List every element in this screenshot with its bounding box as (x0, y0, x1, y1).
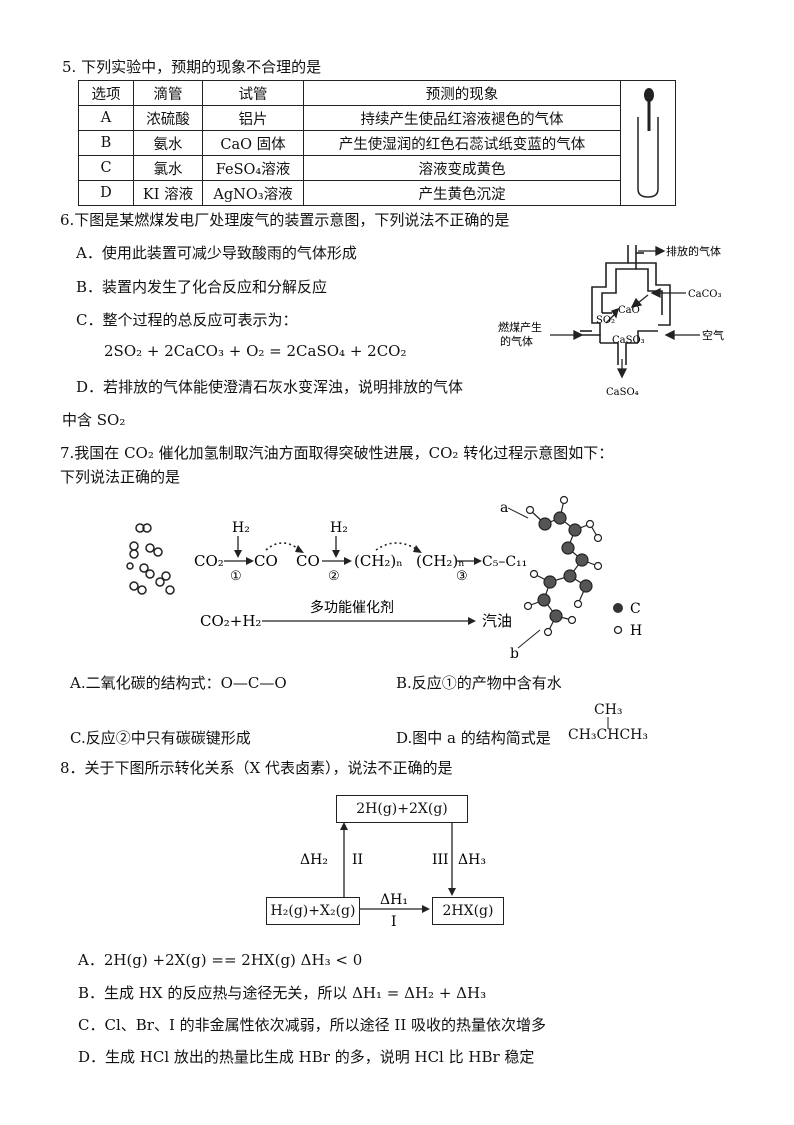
cell: 持续产生使品红溶液褪色的气体 (303, 105, 621, 131)
label-cao: CaO (618, 305, 640, 316)
label-c5-c11: C₅–C₁₁ (482, 554, 527, 570)
label-step-3: ③ (456, 569, 468, 584)
label-co2: CO₂ (194, 552, 224, 570)
q7-option-c: C.反应②中只有碳碳键形成 (70, 729, 251, 747)
q7-option-d: D.图中 a 的结构简式是 (396, 729, 551, 747)
cell: B (78, 130, 134, 156)
cell: CaO 固体 (202, 130, 304, 156)
cell: 产生使湿润的红色石蕊试纸变蓝的气体 (303, 130, 621, 156)
q7-formula: CH₃CHCH₃ (568, 727, 648, 743)
dropper-test-tube-icon (637, 88, 659, 198)
q7-option-a: A.二氧化碳的结构式：O—C—O (70, 674, 287, 692)
cell: A (78, 105, 134, 131)
label-co-1: CO (254, 552, 278, 570)
legend-h: H (630, 623, 642, 639)
label-exhaust: 排放的气体 (666, 244, 721, 258)
label-ch2n-1: (CH₂)ₙ (354, 552, 403, 570)
q8-stem: 8．关于下图所示转化关系（X 代表卤素），说法不正确的是 (60, 759, 453, 777)
q6-stem: 6.下图是某燃煤发电厂处理废气的装置示意图，下列说法不正确的是 (60, 211, 510, 229)
state-left-box: H₂(g)+X₂(g) (266, 897, 360, 925)
label-co2-h2: CO₂+H₂ (200, 612, 261, 630)
q7-option-b: B.反应①的产物中含有水 (396, 674, 562, 692)
cell: 铝片 (202, 105, 304, 131)
label-path-ii: II (352, 852, 363, 868)
table-row: D KI 溶液 AgNO₃溶液 产生黄色沉淀 (78, 180, 676, 206)
label-co-2: CO (296, 552, 320, 570)
label-caso3: CaSO₃ (612, 335, 645, 346)
header-dropper: 滴管 (133, 80, 203, 106)
test-tube-figure (620, 80, 676, 206)
cell: KI 溶液 (133, 180, 203, 206)
header-tube: 试管 (202, 80, 304, 106)
q7-ch3: CH₃ (594, 702, 623, 718)
label-step-1: ① (230, 569, 242, 584)
table-row: A 浓硫酸 铝片 持续产生使品红溶液褪色的气体 (78, 105, 676, 131)
label-catalyst: 多功能催化剂 (310, 599, 394, 616)
q8-arrows: ΔH₂ II III ΔH₃ ΔH₁ I (300, 822, 486, 928)
q6-flue-gas-diagram: 排放的气体 CaCO₃ CaO SO₂ CaSO₃ 燃煤产生 的气体 空气 Ca… (498, 244, 724, 398)
cell: 溶液变成黄色 (303, 155, 621, 181)
label-dh1: ΔH₁ (380, 892, 408, 908)
label-gasoline: 汽油 (482, 612, 512, 630)
q7-conversion-diagram: H₂ H₂ CO₂ ① CO CO ② (CH₂)ₙ (CH₂)ₙ ③ C₅–C… (126, 495, 642, 662)
q6-equation: 2SO₂ + 2CaCO₃ + O₂ = 2CaSO₄ + 2CO₂ (104, 342, 407, 360)
q6-option-a: A．使用此装置可减少导致酸雨的气体形成 (76, 244, 357, 262)
label-dh3: ΔH₃ (458, 852, 486, 868)
header-phenomenon: 预测的现象 (303, 80, 621, 106)
label-step-2: ② (328, 569, 340, 584)
hydrocarbon-molecule-icon (523, 495, 603, 637)
q7-stem-2: 下列说法正确的是 (60, 468, 181, 486)
table-row: B 氨水 CaO 固体 产生使湿润的红色石蕊试纸变蓝的气体 (78, 130, 676, 156)
cell: 浓硫酸 (133, 105, 203, 131)
q8-option-c: C．Cl、Br、I 的非金属性依次减弱，所以途径 II 吸收的热量依次增多 (78, 1016, 547, 1034)
label-h2-1: H₂ (232, 520, 250, 536)
q5-table: 选项 滴管 试管 预测的现象 A 浓硫酸 铝片 持续产生使品红溶液褪色的气体 B… (78, 80, 676, 206)
label-dh2: ΔH₂ (300, 852, 328, 868)
cell: 氯水 (133, 155, 203, 181)
label-caso4: CaSO₄ (606, 387, 639, 398)
label-so2: SO₂ (596, 315, 615, 326)
legend-c: C (630, 601, 641, 617)
cell: D (78, 180, 134, 206)
carbon-atom-icon (613, 603, 623, 613)
label-ch2n-2: (CH₂)ₙ (416, 552, 465, 570)
label-h2-2: H₂ (330, 520, 348, 536)
label-coal-gas-2: 的气体 (500, 334, 533, 348)
q6-option-d-cont: 中含 SO₂ (62, 411, 126, 429)
table-header-row: 选项 滴管 试管 预测的现象 (78, 80, 676, 206)
cell: 氨水 (133, 130, 203, 156)
q6-option-c: C．整个过程的总反应可表示为： (76, 311, 298, 329)
cell: 产生黄色沉淀 (303, 180, 621, 206)
label-b: b (510, 646, 519, 662)
table-row: C 氯水 FeSO₄溶液 溶液变成黄色 (78, 155, 676, 181)
state-right-box: 2HX(g) (432, 897, 504, 925)
state-top-box: 2H(g)+2X(g) (336, 795, 468, 823)
q7-stem-1: 7.我国在 CO₂ 催化加氢制取汽油方面取得突破性进展，CO₂ 转化过程示意图如… (60, 444, 614, 462)
q6-option-b: B．装置内发生了化合反应和分解反应 (76, 278, 328, 296)
q8-option-a: A．2H(g) +2X(g) == 2HX(g) ΔH₃ < 0 (78, 951, 363, 969)
cell: C (78, 155, 134, 181)
label-caco3: CaCO₃ (688, 289, 721, 300)
header-option: 选项 (78, 80, 134, 106)
co2-molecules-icon (126, 523, 175, 595)
q8-option-d: D．生成 HCl 放出的热量比生成 HBr 的多，说明 HCl 比 HBr 稳定 (78, 1048, 535, 1066)
label-coal-gas-1: 燃煤产生 (498, 320, 542, 334)
cell: FeSO₄溶液 (202, 155, 304, 181)
q6-option-d: D．若排放的气体能使澄清石灰水变浑浊，说明排放的气体 (76, 378, 464, 396)
label-a: a (500, 500, 508, 516)
hydrogen-atom-icon (613, 625, 623, 635)
cell: AgNO₃溶液 (202, 180, 304, 206)
methyl-bond-line (607, 717, 609, 729)
q5-stem: 5. 下列实验中，预期的现象不合理的是 (62, 58, 322, 76)
label-path-i: I (391, 914, 397, 928)
q8-option-b: B．生成 HX 的反应热与途径无关，所以 ΔH₁ = ΔH₂ + ΔH₃ (78, 984, 487, 1002)
label-path-iii: III (432, 852, 449, 868)
label-air: 空气 (702, 328, 724, 342)
